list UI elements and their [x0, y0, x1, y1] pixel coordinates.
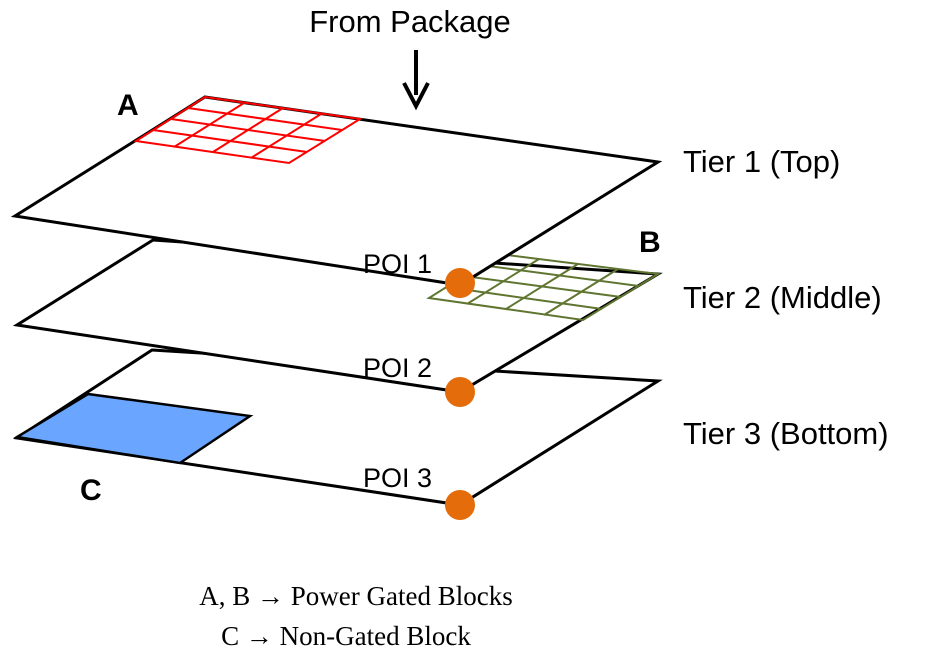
- poi-2-dot: [445, 377, 475, 407]
- tier-2-label: Tier 2 (Middle): [683, 280, 882, 315]
- poi-2-label: POI 2: [363, 353, 432, 383]
- block-a-label: A: [117, 89, 139, 122]
- tier-1-label: Tier 1 (Top): [683, 144, 840, 179]
- poi-1-dot: [445, 268, 475, 298]
- poi-3-dot: [445, 490, 475, 520]
- poi-1-label: POI 1: [363, 249, 432, 279]
- block-b-label: B: [639, 226, 661, 259]
- block-c: [13, 392, 254, 465]
- down-arrow-icon: [402, 50, 430, 111]
- legend-line-1: A, B → Power Gated Blocks: [199, 581, 512, 611]
- poi-3-label: POI 3: [363, 463, 432, 493]
- block-c-label: C: [80, 474, 102, 507]
- legend-line-2: C → Non-Gated Block: [221, 621, 471, 651]
- tier-3-plane: [12, 348, 663, 507]
- from-package-label: From Package: [309, 4, 511, 39]
- tier-1-plane: [10, 95, 663, 287]
- tier-3-label: Tier 3 (Bottom): [683, 416, 889, 451]
- block-a-grid: [133, 95, 363, 165]
